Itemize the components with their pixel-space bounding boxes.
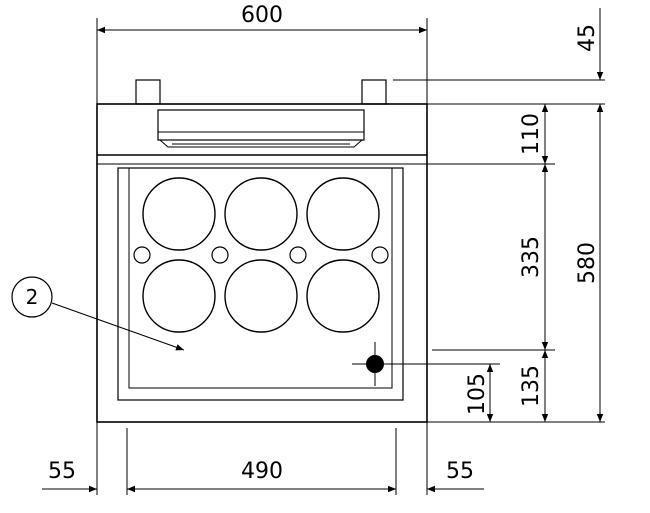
burner-grid — [133, 177, 389, 333]
label-control-panel-height: 110 — [519, 113, 544, 155]
burner — [142, 177, 216, 251]
oven-inner-window — [128, 167, 393, 389]
knob — [133, 246, 151, 264]
burner — [224, 177, 298, 251]
label-total-height: 580 — [575, 242, 600, 284]
callout-leader — [51, 302, 185, 351]
knob — [211, 246, 229, 264]
callout-number: 2 — [26, 285, 39, 309]
panel-handle — [157, 109, 365, 148]
burner — [306, 259, 380, 333]
label-left-margin: 55 — [48, 459, 76, 484]
label-oven-body-height: 335 — [519, 236, 544, 278]
label-right-margin: 55 — [446, 459, 474, 484]
knob — [289, 246, 307, 264]
burner — [224, 259, 298, 333]
label-connection-height: 105 — [465, 373, 490, 415]
top-stub-right — [361, 79, 387, 105]
label-width-top: 600 — [241, 3, 283, 28]
dimension-labels: 600 45 110 335 580 135 105 55 490 55 — [48, 3, 600, 484]
callout: 2 — [11, 276, 185, 351]
top-stub-left — [135, 79, 161, 105]
connection-point — [352, 342, 398, 386]
extension-lines — [96, 18, 605, 495]
label-pipe-height: 45 — [575, 24, 600, 52]
label-inner-width: 490 — [241, 459, 283, 484]
callout-circle — [11, 276, 53, 318]
knob — [371, 246, 389, 264]
appliance — [96, 79, 428, 423]
label-bottom-zone-height: 135 — [519, 365, 544, 407]
dimension-lines — [42, 8, 604, 493]
burner — [142, 259, 216, 333]
burner — [306, 177, 380, 251]
